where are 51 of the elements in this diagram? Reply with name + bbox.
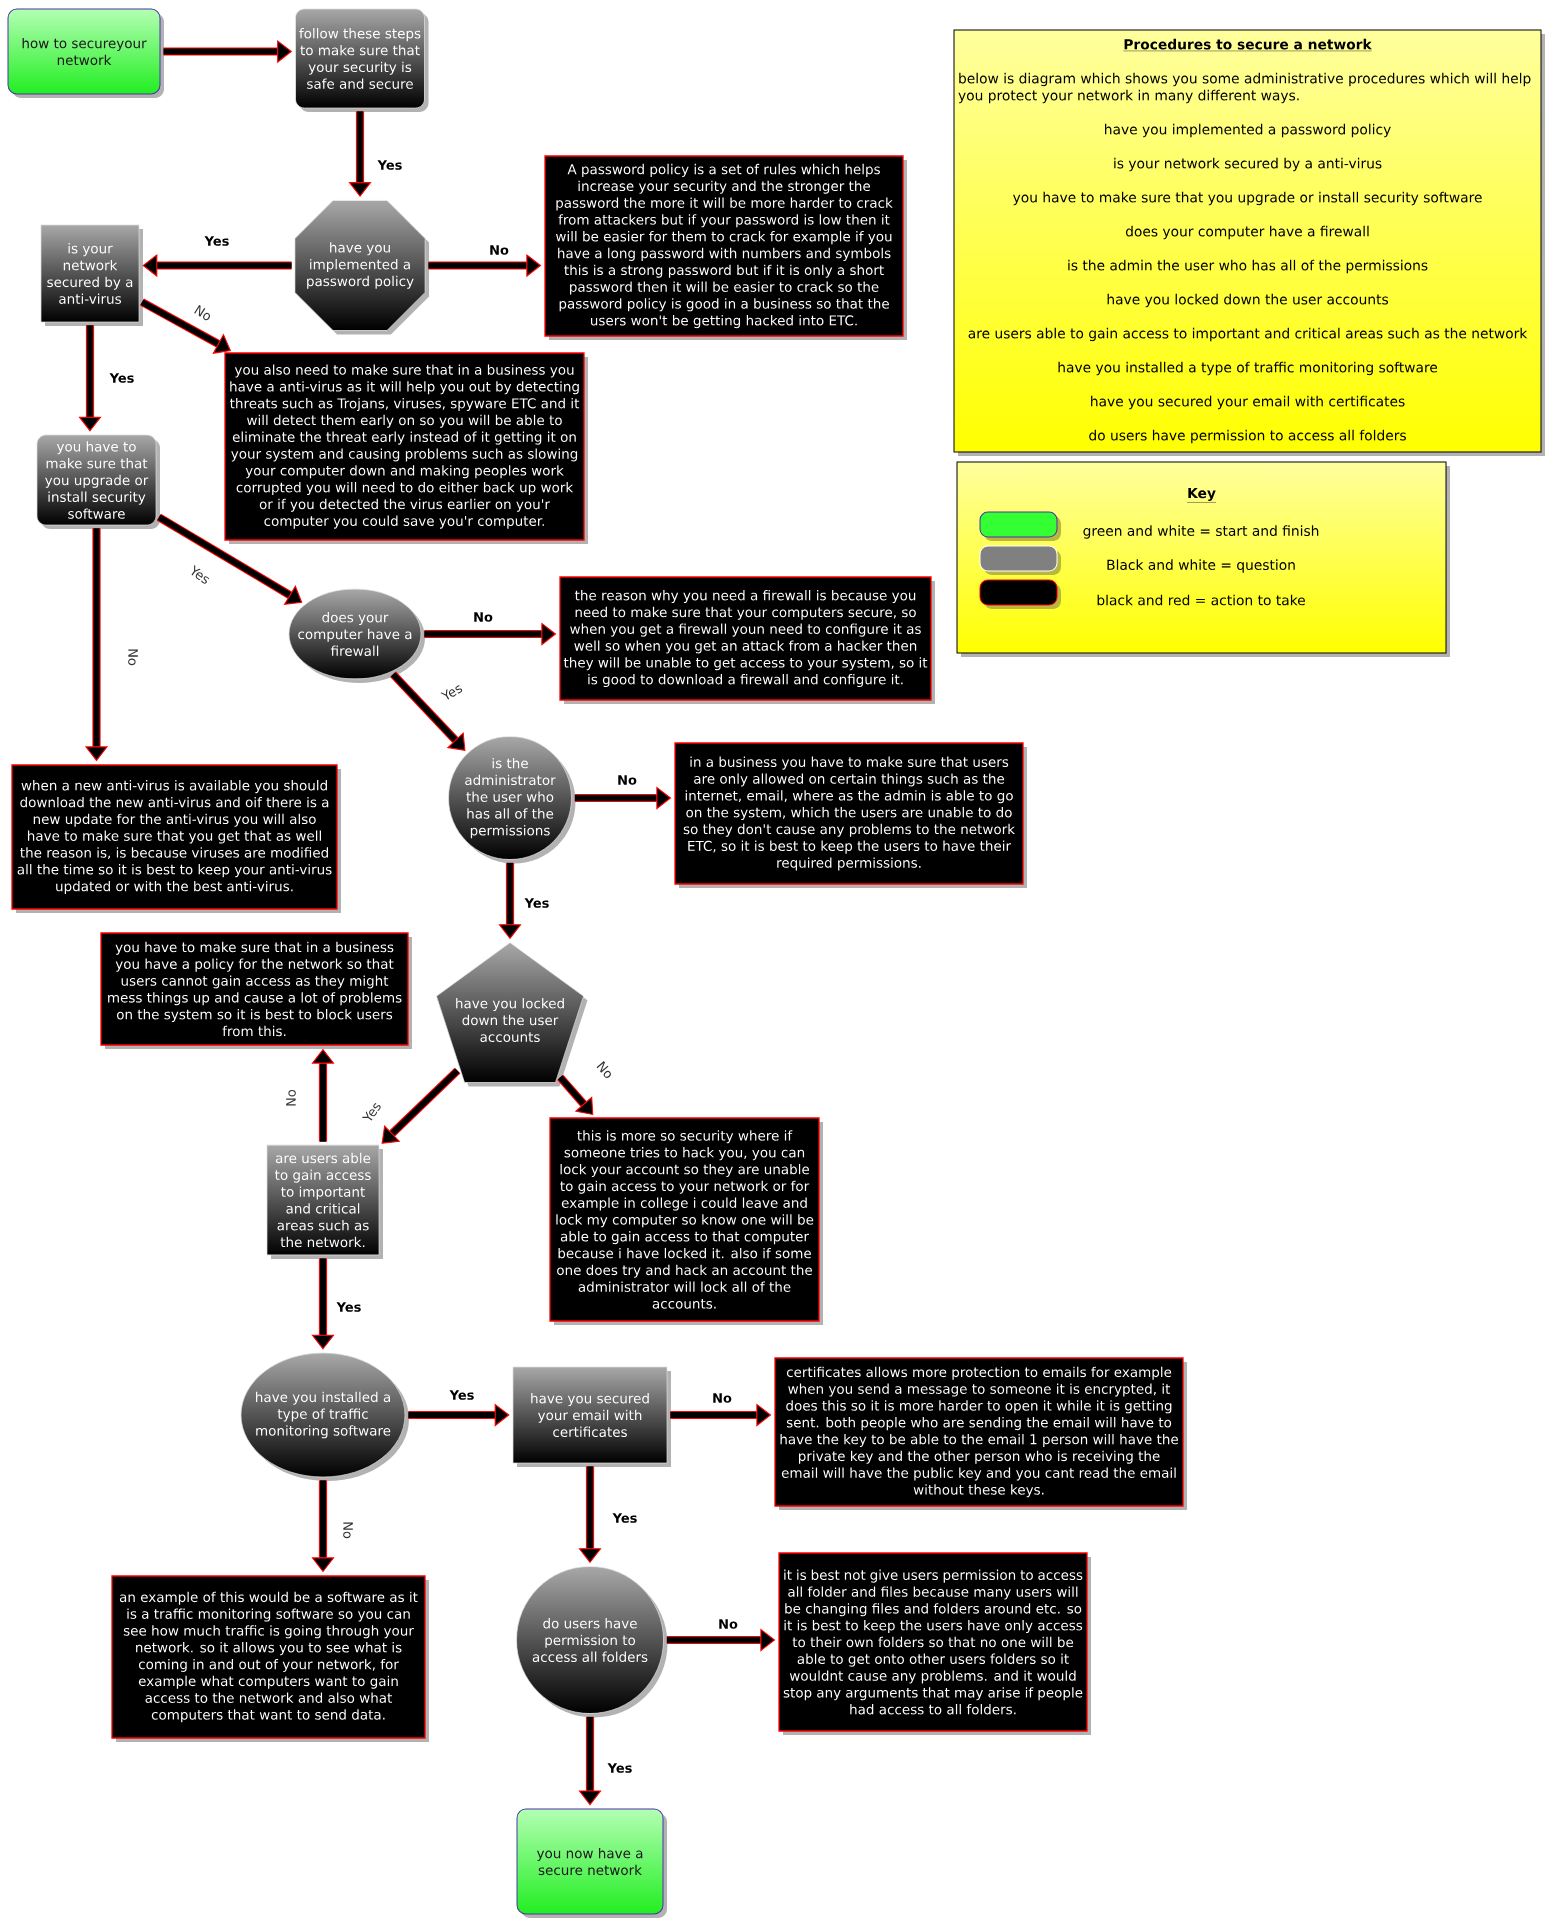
edge-label: Yes xyxy=(612,1513,637,1523)
action-box: this is more so security where if someone tries to hack you, you can lock your account so they are unable to gain access to your network or for example in college i could leave and lock my computer so know one will be able to gain access to that computer because i have locked it. also if some one does try and hack an account the administrator will lock all of the accounts. xyxy=(549,1117,823,1325)
terminal-box: you now have a secure network xyxy=(516,1808,667,1918)
edge-label: No xyxy=(474,612,493,622)
edge-label: No xyxy=(713,1393,732,1403)
action-box: when a new anti-virus is available you should download the new anti-virus and oif there is a new update for the anti-virus you will also have to make sure that you get that as well the reason is, is because viruses are modified all the time so it is best to keep your anti-virus updated or with the best anti-virus. xyxy=(11,764,341,913)
edge-label: No xyxy=(490,245,509,255)
legend-label: green and white = start and finish xyxy=(1083,525,1319,539)
arrow xyxy=(311,1258,335,1350)
arrow xyxy=(408,1403,510,1427)
action-box: in a business you have to make sure that users are only allowed on certain things such as the internet, email, where as the admin is able to go on the system, which the users are unable to do so they don't cause any problems to the network ETC, so it is best to keep the users to have their required permissions. xyxy=(674,742,1027,888)
edge-label: Yes xyxy=(524,898,549,908)
question-box: have you secured your email with certificates xyxy=(512,1366,671,1467)
question-box: follow these steps to make sure that your security is safe and secure xyxy=(295,8,429,112)
edge-label: Yes xyxy=(377,160,402,170)
edge-label: Yes xyxy=(449,1390,474,1400)
question-box: you have to make sure that you upgrade or install security software xyxy=(36,434,160,529)
edge-label: Yes xyxy=(191,565,210,584)
edge-label: Yes xyxy=(336,1302,361,1312)
action-box: certificates allows more protection to emails for example when you send a message to someone it is encrypted, it does this so it is more harder to open it while it is getting sent. both people who are sending the email will have to have the key to be able to the email 1 person will have the private key and the other person who is receiving the email will have the public key and you cant read the email without these keys. xyxy=(774,1357,1187,1510)
action-box: A password policy is a set of rules which helps increase your security and the stronger the password the more it will be more harder to crack from attackers but if your password is low then it will be easier for them to crack for example if you have a long password with numbers and symbols this is a strong password but if it is only a short password then it will be easier to crack so the password policy is good in a business so that the users won't be getting hacked into ETC. xyxy=(544,155,907,340)
question-box: are users able to gain access to important and critical areas such as the network. xyxy=(266,1144,383,1259)
legend-label: Black and white = question xyxy=(1107,559,1295,573)
arrow xyxy=(78,325,102,432)
edge-label: No xyxy=(719,1619,738,1629)
edge-label: No xyxy=(618,775,637,785)
edge-label: Yes xyxy=(440,685,463,700)
action-box: it is best not give users permission to access all folder and files because many users will be changing files and folders around etc. so it is best to keep the users have only access to their own folders so that no one will be able to get onto other users folders so it wouldnt cause any problems. and it would stop any arguments that may arise if people had access to all folders. xyxy=(778,1552,1091,1735)
decision-pentagon: have you locked down the user accounts xyxy=(436,942,588,1087)
terminal-box: how to secureyour network xyxy=(7,8,164,98)
action-box: you also need to make sure that in a business you have a anti-virus as it will help you out by detecting threats such as Trojans, viruses, spyware ETC and it will detect them early on so you will be able to eliminate the threat early instead of it getting it on your system and causing problems such as slowing your computer down and making peoples work corrupted you will need to do either back up work or if you detected the virus earlier on you'r computer you could save you'r computer. xyxy=(224,352,588,544)
edge-label: Yes xyxy=(109,373,134,383)
info-panel: Procedures to secure a network below is diagram which shows you some administrative procedures which will help you protect your network in many different ways. have you implemented a password policy is your network secured by a anti-virus you have to make sure that you upgrade or install security software does your computer have a firewall is the admin the user who has all of the permissions have you locked down the user accounts are users able to gain access to important and critical areas such as the network have you installed a type of traffic monitoring software have you secured your email with certificates do users have permission to access all folders xyxy=(953,29,1545,456)
edge-label: Yes xyxy=(607,1763,632,1773)
edge-label: No xyxy=(194,304,211,321)
edge-label: Yes xyxy=(204,236,229,246)
edge-label: No xyxy=(286,1089,296,1106)
arrow xyxy=(156,513,303,605)
action-box: an example of this would be a software as it is a traffic monitoring software so you can see how much traffic is going through your network. so it allows you to see what is coming in and out of your network, for example what computers want to gain access to the network and also what computers that want to send data. xyxy=(111,1575,429,1742)
arrow xyxy=(381,1067,461,1144)
action-box: the reason why you need a firewall is because you need to make sure that your computers secure, so when you get a firewall youn need to configure it as well so when you get an attack from a hacker then they will be unable to get access to your system, so it is good to download a firewall and configure it. xyxy=(559,576,935,704)
decision-octagon: have you implemented a password policy xyxy=(294,200,430,335)
edge-label: No xyxy=(128,649,138,666)
arrow xyxy=(390,671,466,751)
arrow xyxy=(578,1716,602,1806)
edge-label: No xyxy=(596,1061,611,1079)
question-box: is your network secured by a anti-virus xyxy=(40,224,143,326)
edge-label: No xyxy=(343,1522,353,1539)
edge-label: Yes xyxy=(362,1102,381,1121)
legend-label: black and red = action to take xyxy=(1097,594,1305,606)
action-box: you have to make sure that in a business you have a policy for the network so that users cannot gain access as they might mess things up and cause a lot of problems on the system so it is best to block users from this. xyxy=(100,932,412,1049)
